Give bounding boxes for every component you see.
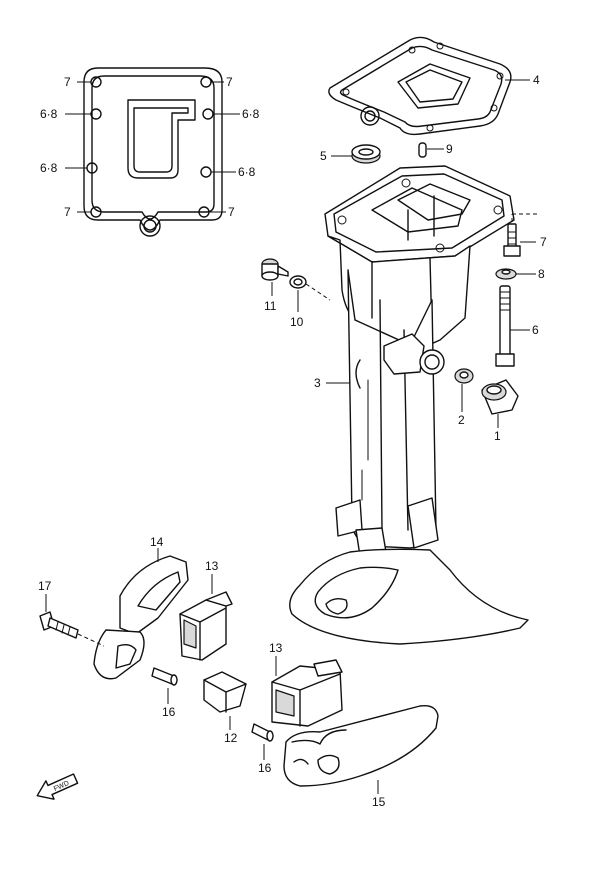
gasket-part-10 (289, 275, 307, 289)
callout-6-8-lower-left: 6·8 (40, 161, 58, 175)
callout-2: 2 (458, 413, 465, 427)
dowel-pin-part-9 (418, 142, 427, 158)
bolt-part-17 (39, 611, 79, 639)
gasket-part-2 (454, 368, 474, 384)
callout-6-8-upper-right: 6·8 (242, 107, 260, 121)
rubber-mount-part-13-upper (179, 591, 233, 661)
bolt-part-7 (503, 223, 521, 257)
spacer-part-12 (203, 671, 247, 713)
pin-part-16-left (151, 667, 178, 686)
callout-5: 5 (320, 149, 327, 163)
bolt-part-6 (495, 285, 515, 367)
callout-7-bottom-left: 7 (64, 205, 71, 219)
callout-6-8-lower-right: 6·8 (238, 165, 256, 179)
callout-17: 17 (38, 579, 52, 593)
pin-part-16-right (251, 723, 274, 742)
callout-12: 12 (224, 731, 238, 745)
callout-16-right: 16 (258, 761, 272, 775)
callout-labels: 7 7 6·8 6·8 6·8 6·8 7 7 4 5 9 7 8 6 11 1… (38, 73, 547, 809)
callout-7-top-right: 7 (226, 75, 233, 89)
callout-8: 8 (538, 267, 545, 281)
callout-7-top-left: 7 (64, 75, 71, 89)
callout-1: 1 (494, 429, 501, 443)
driveshaft-housing-part-3 (289, 165, 529, 645)
callout-11: 11 (264, 299, 277, 313)
callout-13-upper: 13 (205, 559, 219, 573)
washer-part-8 (495, 268, 517, 280)
callout-6: 6 (532, 323, 539, 337)
callout-6-8-upper-left: 6·8 (40, 107, 58, 121)
cover-part-15 (283, 705, 439, 787)
callout-10: 10 (290, 315, 304, 329)
callout-15: 15 (372, 795, 386, 809)
callout-16-left: 16 (162, 705, 176, 719)
gasket-detail (83, 67, 223, 237)
plug-part-11 (261, 258, 289, 281)
callout-7-bottom-right: 7 (228, 205, 235, 219)
callout-14: 14 (150, 535, 164, 549)
callout-4: 4 (533, 73, 540, 87)
clamp-part-14 (93, 555, 189, 680)
drain-plug-part-1 (481, 379, 519, 415)
forward-arrow-icon: FWD (36, 773, 79, 800)
callout-13-lower: 13 (269, 641, 283, 655)
callout-7-right: 7 (540, 235, 547, 249)
callout-3: 3 (314, 376, 321, 390)
oil-seal-part-5 (351, 144, 381, 164)
callout-9: 9 (446, 142, 453, 156)
rubber-mount-part-13-lower (271, 659, 343, 727)
gasket-part-4 (328, 36, 512, 136)
